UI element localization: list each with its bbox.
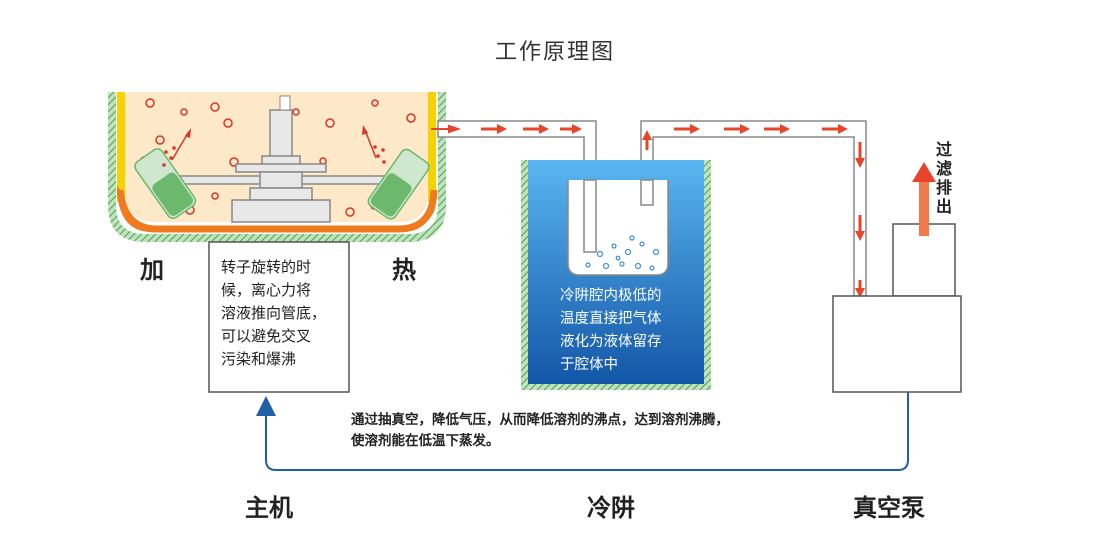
rotor (149, 109, 413, 223)
rotor-note-text: 转子旋转的时 候，离心力将 溶液推向管底， 可以避免交叉 污染和爆沸 (221, 256, 345, 371)
vacuum-pump (832, 223, 962, 393)
coldtrap-note-line: 液化为液体留存 (560, 334, 662, 350)
rotor-note-box (208, 241, 350, 393)
condensate-bubbles (585, 235, 660, 271)
exhaust-arrow (912, 162, 936, 236)
coldtrap-note-text: 冷阱腔内极低的 温度直接把气体 液化为液体留存 于腔体中 (560, 285, 700, 377)
vacuum-pump-label: 真空泵 (853, 494, 925, 522)
vacuum-note-line: 使溶剂能在低温下蒸发。 (351, 433, 500, 449)
rotor-note-line: 转子旋转的时 (221, 258, 312, 276)
heating-label-left: 加 (140, 256, 164, 284)
cold-trap (521, 160, 711, 390)
rotor-note-line: 污染和爆沸 (221, 350, 297, 368)
rotor-note-line: 可以避免交叉 (221, 327, 312, 345)
heating-label-right: 热 (392, 256, 416, 284)
diagram-title: 工作原理图 (494, 40, 615, 65)
exhaust-label: 过滤排出 (935, 140, 953, 216)
tube-left (134, 128, 197, 220)
rotor-note-line: 候，离心力将 (221, 281, 312, 299)
rotor-note-line: 溶液推向管底， (221, 304, 327, 322)
coldtrap-note-line: 温度直接把气体 (560, 311, 662, 327)
exhaust-label-text: 过滤排出 (935, 140, 952, 216)
vacuum-flow-line (256, 392, 909, 471)
coldtrap-note-line: 于腔体中 (560, 357, 618, 373)
coldtrap-note-line: 冷阱腔内极低的 (560, 288, 662, 304)
host-chamber (108, 92, 446, 242)
cold-trap-label: 冷阱 (587, 494, 635, 522)
vacuum-note-line: 通过抽真空，降低气压，从而降低溶剂的沸点，达到溶剂沸腾， (351, 412, 729, 428)
host-label: 主机 (245, 494, 293, 522)
tube-right (362, 125, 430, 220)
vacuum-note-text: 通过抽真空，降低气压，从而降低溶剂的沸点，达到溶剂沸腾， 使溶剂能在低温下蒸发。 (351, 410, 851, 452)
